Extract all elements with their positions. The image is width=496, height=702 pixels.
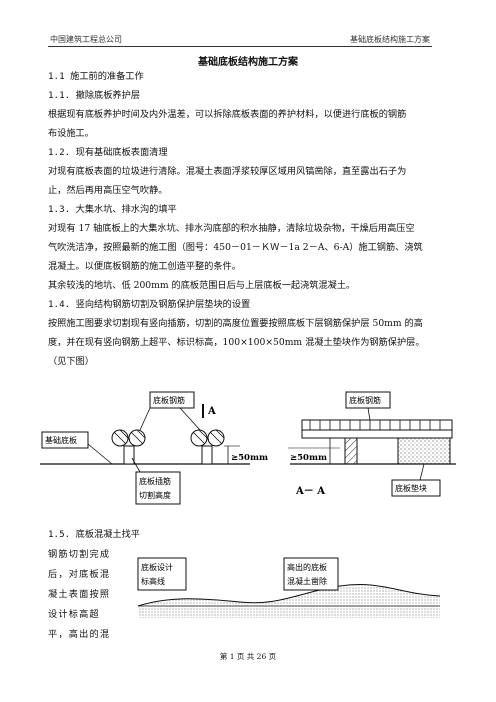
concrete-top-line — [137, 584, 441, 607]
paragraph-5: 钢筋切割完成 后，对底板混 凝土表面按照 设计标高超 平，高出的混 — [48, 545, 128, 645]
paragraph-5-line-2: 后，对底板混 — [48, 569, 111, 580]
rebar-group-1 — [111, 429, 146, 447]
section-1-5-heading: 1.5. 底板混凝土找平 — [48, 529, 140, 540]
paragraph-5-line-1: 钢筋切割完成 — [48, 549, 111, 560]
spacer-block — [397, 437, 451, 465]
label-cut-line-1: 底板插筋 — [139, 476, 171, 486]
section-1-4-heading: 1.4. 竖向结构钢筋切割及钢筋保护层垫块的设置 — [48, 299, 251, 310]
callout-rebar-left — [149, 391, 195, 409]
callout-cut-height — [135, 471, 181, 505]
label-design-line-1: 底板设计 — [141, 562, 173, 572]
paragraph-3-line-4: 其余较浅的地坑、低 200mm 的底板范围日后与上层底板一起浇筑混凝土。 — [48, 280, 356, 291]
paragraph-4-line-3: （见下图） — [48, 356, 94, 367]
label-cut-line-2: 切割高度 — [139, 490, 171, 500]
label-block: 底板垫块 — [395, 483, 427, 493]
label-design-line-2: 标高线 — [141, 576, 165, 586]
label-remove-line-1: 高出的底板 — [287, 562, 327, 572]
label-rebar-left: 底板钢筋 — [153, 395, 185, 405]
paragraph-1-line-2: 布设施工。 — [48, 128, 94, 139]
callout-block — [391, 479, 441, 497]
label-50mm-left: ≥50mm — [231, 453, 268, 463]
callout-slab — [41, 431, 89, 449]
paragraph-2-line-1: 对现有底板表面的垃圾进行清除。混凝土表面浮浆较厚区域用风镐凿除，直至露出石子为 — [48, 166, 407, 177]
section-1-2-heading: 1.2. 现有基础底板表面清理 — [48, 147, 168, 158]
header-left: 中国建筑工程总公司 — [50, 35, 122, 44]
paragraph-3-line-3: 混凝土。以便底板钢筋的施工创造平整的条件。 — [48, 261, 241, 272]
column-left-2 — [201, 445, 213, 465]
label-50mm-right: ≥50mm — [290, 453, 327, 463]
label-rebar-right: 底板钢筋 — [349, 395, 381, 405]
rebar-beam-bottom — [301, 429, 453, 439]
rebar-ticks — [309, 420, 441, 430]
paragraph-5-line-3: 凝土表面按照 — [48, 589, 111, 600]
section-1-3-heading: 1.3. 大集水坑、排水沟的填平 — [48, 204, 177, 215]
callout-remove — [283, 557, 339, 591]
label-section-aa: A－ A — [295, 486, 325, 497]
header-divider — [48, 46, 432, 47]
paragraph-1-line-1: 根据现有底板养护时间及内外温差，可以拆除底板表面的养护材料，以便进行底板的钢筋 — [48, 109, 407, 120]
header-right: 基础底板结构施工方案 — [350, 35, 430, 44]
paragraph-4-line-2: 度，并在现有竖向钢筋上超平、标识标高，100×100×50mm 混凝土垫块作为钢… — [48, 337, 425, 348]
column-left-1 — [123, 445, 135, 465]
paragraph-3-line-2: 气吹洗洁净，按照最新的施工图（图号：450－01－ＫＷ－1a 2－A、6-A）施… — [48, 242, 423, 253]
label-a-top: A — [207, 406, 216, 417]
figure-leveling: 底板设计 标高线 高出的底板 混凝土凿除 — [137, 557, 441, 618]
rebar-beam-top — [301, 419, 453, 431]
paragraph-4-line-1: 按照施工图要求切割现有竖向插筋，切割的高度位置要按照底板下层钢筋保护层 50mm… — [48, 318, 423, 329]
page-title: 基础底板结构施工方案 — [198, 57, 298, 68]
callout-design-level — [137, 557, 187, 591]
label-remove-line-2: 混凝土凿除 — [287, 576, 327, 586]
concrete-surface — [138, 584, 440, 618]
paragraph-2-line-2: 止，然后再用高压空气吹静。 — [48, 185, 168, 196]
page-footer: 第 1 页 共 26 页 — [219, 652, 277, 661]
label-slab: 基础底板 — [45, 435, 77, 445]
figure-rebar-cutting: 底板钢筋 基础底板 底板插筋 切割高度 A ≥50mm 底板钢筋 ≥50mm A… — [40, 391, 456, 505]
paragraph-3-line-1: 对现有 17 轴底板上的大集水坑、排水沟底部的积水抽静，清除垃圾杂物，干燥后用高… — [48, 223, 415, 234]
paragraph-5-line-4: 设计标高超 — [48, 609, 100, 620]
paragraph-5-line-5: 平，高出的混 — [48, 629, 111, 640]
section-1-1-heading: 1.1 施工前的准备工作 — [48, 71, 144, 82]
column-right — [344, 437, 358, 465]
rebar-group-2 — [190, 429, 225, 447]
section-1-1-1-heading: 1.1. 撤除底板养护层 — [48, 90, 140, 101]
